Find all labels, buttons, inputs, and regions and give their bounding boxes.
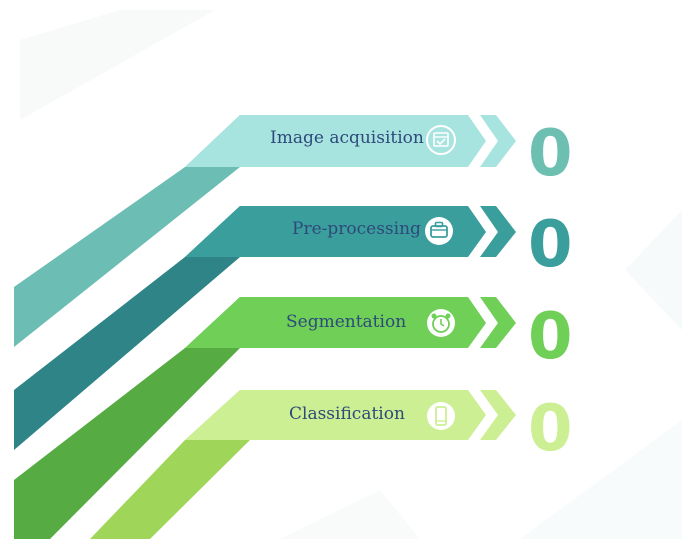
step-label-image-acquisition: Image acquisition bbox=[270, 128, 424, 148]
phone-icon bbox=[427, 402, 455, 430]
step-band-pre-processing bbox=[14, 206, 516, 450]
alarm-clock-icon bbox=[427, 309, 455, 337]
step-label-classification: Classification bbox=[289, 404, 405, 424]
briefcase-icon bbox=[425, 217, 453, 245]
step-band-segmentation bbox=[14, 297, 516, 539]
step-band-image-acquisition bbox=[14, 115, 516, 347]
background-decoration bbox=[20, 10, 682, 539]
step-band-classification bbox=[90, 390, 516, 539]
step-label-pre-processing: Pre-processing bbox=[292, 219, 421, 239]
calendar-check-icon bbox=[426, 125, 456, 155]
step-count-segmentation: 0 bbox=[528, 300, 573, 374]
step-count-image-acquisition: 0 bbox=[528, 117, 573, 191]
step-count-pre-processing: 0 bbox=[528, 208, 573, 282]
step-count-classification: 0 bbox=[528, 392, 573, 466]
step-label-segmentation: Segmentation bbox=[286, 312, 407, 332]
